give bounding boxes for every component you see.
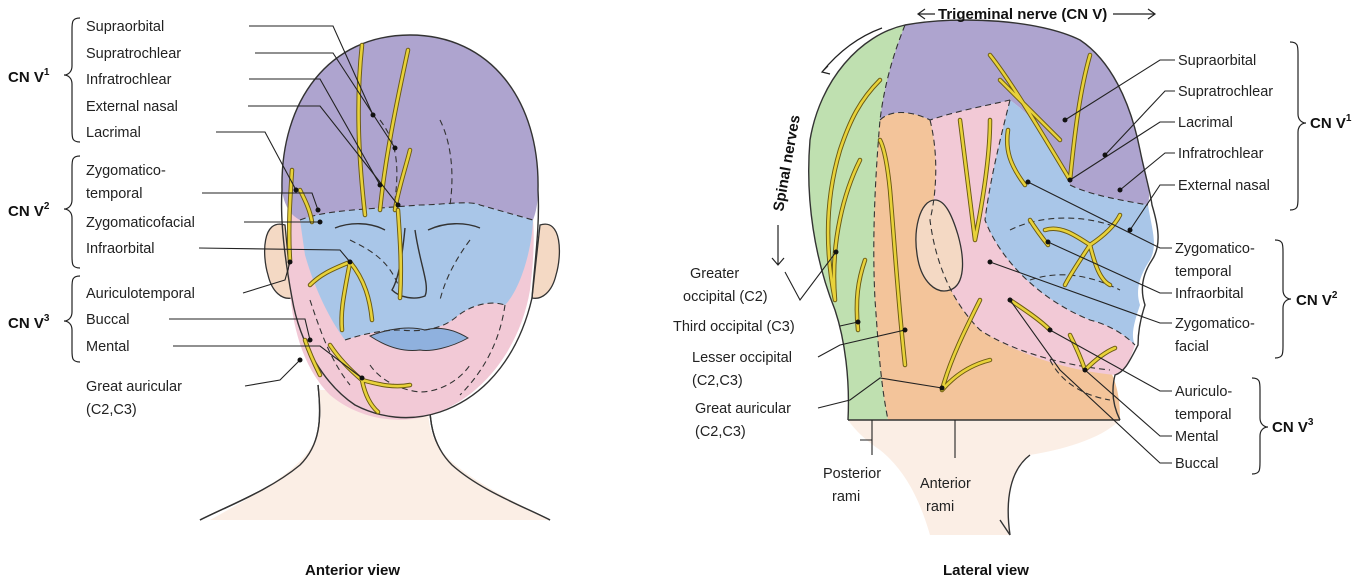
anterior-brace-v1 [64, 18, 80, 142]
anterior-label-external-nasal: External nasal [86, 99, 178, 115]
anterior-label-infraorbital: Infraorbital [86, 241, 155, 257]
lateral-group-v2-sup: 2 [1332, 290, 1338, 301]
lateral-label-greater-occipital-1: Greater [690, 266, 739, 282]
anterior-brace-v3 [64, 276, 80, 362]
lateral-group-v2: CN V [1296, 292, 1332, 309]
anterior-group-v1-sup: 1 [44, 67, 50, 78]
lateral-label-zygomaticofacial-1: Zygomatico- [1175, 316, 1255, 332]
anterior-label-auriculotemporal: Auriculotemporal [86, 286, 195, 302]
lateral-spinal-label: Spinal nerves [770, 114, 804, 213]
lateral-caption: Lateral view [943, 562, 1029, 579]
anterior-label-zygomaticotemporal-2: temporal [86, 186, 142, 202]
anterior-view: CN V1 CN V2 CN V3 Supraorbital Supratroc… [8, 18, 559, 579]
lateral-brace-v3 [1252, 378, 1268, 474]
lateral-group-v1: CN V [1310, 115, 1346, 132]
lateral-label-supraorbital: Supraorbital [1178, 53, 1256, 69]
anterior-brace-v2 [64, 156, 80, 268]
anterior-left-ear [532, 224, 559, 298]
svg-text:CN V1: CN V1 [8, 67, 50, 86]
anterior-label-great-auricular-1: Great auricular [86, 379, 182, 395]
lateral-label-posterior-rami-2: rami [832, 489, 860, 505]
lateral-trigeminal-label: Trigeminal nerve (CN V) [938, 6, 1107, 23]
anterior-label-mental: Mental [86, 339, 130, 355]
anterior-group-v3-sup: 3 [44, 313, 50, 324]
lateral-spinal-down-arrow [772, 225, 784, 265]
lateral-label-third-occipital: Third occipital (C3) [673, 319, 795, 335]
lateral-label-anterior-rami-2: rami [926, 499, 954, 515]
lateral-label-anterior-rami-1: Anterior [920, 476, 971, 492]
lateral-label-greater-occipital-2: occipital (C2) [683, 289, 768, 305]
lateral-label-external-nasal: External nasal [1178, 178, 1270, 194]
anterior-label-supraorbital: Supraorbital [86, 19, 164, 35]
anterior-label-lacrimal: Lacrimal [86, 125, 141, 141]
lateral-brace-v1 [1290, 42, 1306, 210]
lateral-label-posterior-rami-1: Posterior [823, 466, 881, 482]
anterior-label-supratrochlear: Supratrochlear [86, 46, 181, 62]
lateral-group-v3-sup: 3 [1308, 417, 1314, 428]
lateral-label-mental: Mental [1175, 429, 1219, 445]
lateral-label-zygomaticofacial-2: facial [1175, 339, 1209, 355]
anterior-group-v3: CN V [8, 315, 44, 332]
svg-text:CN V1: CN V1 [1310, 113, 1352, 132]
svg-text:CN V3: CN V3 [8, 313, 50, 332]
anterior-group-v2: CN V [8, 203, 44, 220]
lateral-label-infraorbital: Infraorbital [1175, 286, 1244, 302]
lateral-label-auriculotemporal-2: temporal [1175, 407, 1231, 423]
svg-text:CN V2: CN V2 [1296, 290, 1338, 309]
lateral-label-lesser-occipital-2: (C2,C3) [692, 373, 743, 389]
anterior-group-v1: CN V [8, 69, 44, 86]
anterior-label-buccal: Buccal [86, 312, 130, 328]
anterior-label-zygomaticofacial: Zygomaticofacial [86, 215, 195, 231]
svg-text:CN V2: CN V2 [8, 201, 50, 220]
lateral-brace-v2 [1275, 240, 1291, 358]
svg-text:CN V3: CN V3 [1272, 417, 1314, 436]
anterior-caption: Anterior view [305, 562, 400, 579]
lateral-label-great-auricular-1: Great auricular [695, 401, 791, 417]
lateral-neck [848, 420, 1120, 535]
lateral-label-zygomaticotemporal-2: temporal [1175, 264, 1231, 280]
lateral-label-infratrochlear: Infratrochlear [1178, 146, 1264, 162]
lateral-group-v3: CN V [1272, 419, 1308, 436]
lateral-group-v1-sup: 1 [1346, 113, 1352, 124]
lateral-label-lacrimal: Lacrimal [1178, 115, 1233, 131]
lateral-label-buccal: Buccal [1175, 456, 1219, 472]
anterior-label-great-auricular-2: (C2,C3) [86, 402, 137, 418]
lateral-label-auriculotemporal-1: Auriculo- [1175, 384, 1232, 400]
anterior-label-zygomaticotemporal-1: Zygomatico- [86, 163, 166, 179]
lateral-label-great-auricular-2: (C2,C3) [695, 424, 746, 440]
lateral-view: CN V1 CN V2 CN V3 Trigeminal nerve (CN V… [673, 6, 1352, 579]
lateral-label-zygomaticotemporal-1: Zygomatico- [1175, 241, 1255, 257]
anterior-v1-region [282, 35, 538, 220]
lateral-label-supratrochlear: Supratrochlear [1178, 84, 1273, 100]
lateral-label-lesser-occipital-1: Lesser occipital [692, 350, 792, 366]
anterior-label-infratrochlear: Infratrochlear [86, 72, 172, 88]
anterior-group-v2-sup: 2 [44, 201, 50, 212]
